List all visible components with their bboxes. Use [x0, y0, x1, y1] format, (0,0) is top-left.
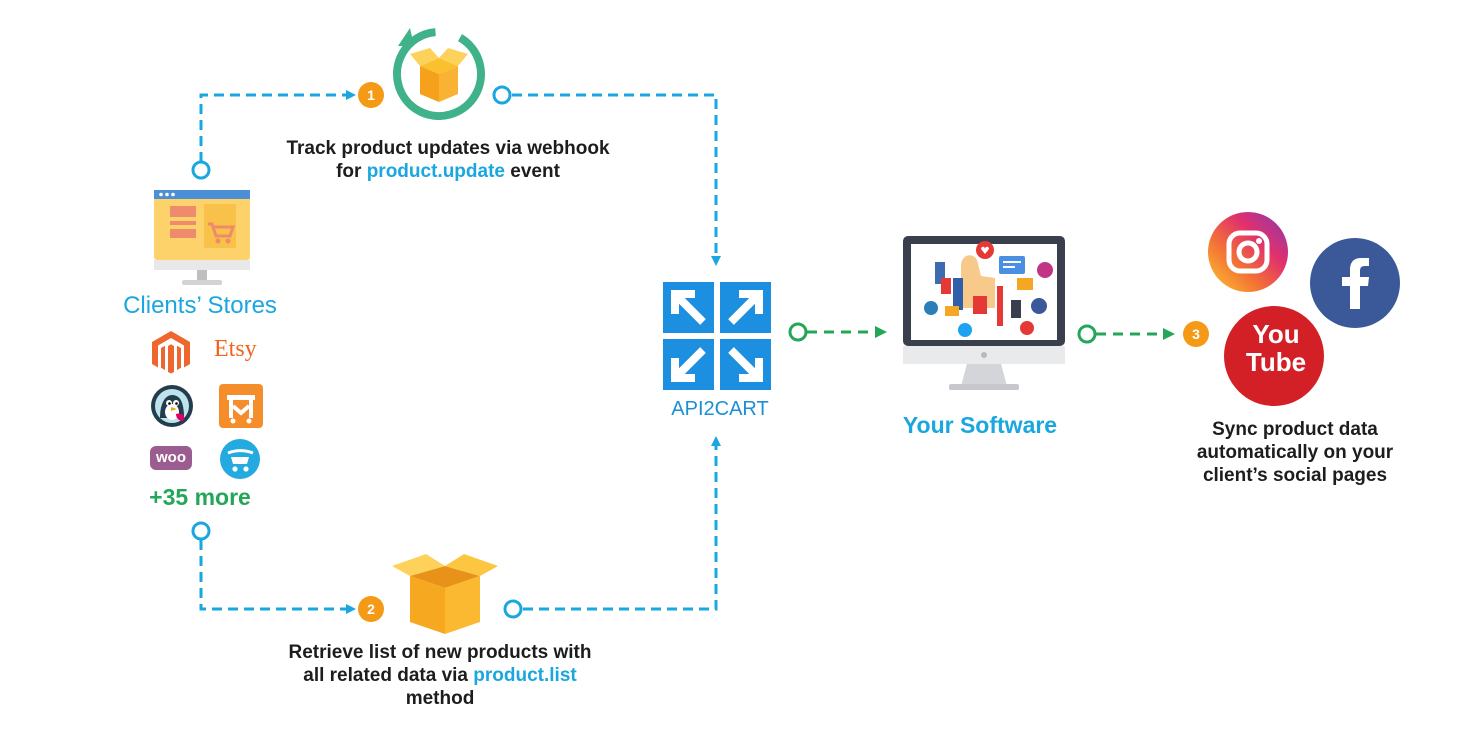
- 3dcart-icon: [219, 384, 263, 428]
- flow-stores-to-list: [199, 540, 356, 614]
- step-number-1: 1: [358, 82, 384, 108]
- node-stores-top: [191, 160, 211, 180]
- step-2-line2: all related data via product.list: [303, 665, 577, 686]
- node-software-out: [1077, 324, 1097, 344]
- step-3-line2: automatically on your: [1196, 442, 1394, 463]
- woocommerce-logo: woo: [150, 446, 192, 470]
- step-number-3: 3: [1183, 321, 1209, 347]
- api2cart-label: API2CART: [671, 398, 769, 420]
- node-api-out: [788, 322, 808, 342]
- instagram-icon: [1208, 212, 1288, 292]
- open-box-icon: [392, 554, 498, 634]
- youtube-icon: [1224, 306, 1324, 406]
- step-1-line2: for product.update event: [336, 161, 560, 182]
- step-1-line1: Track product updates via webhook: [286, 138, 610, 159]
- flow-webhook-to-api: [512, 93, 721, 266]
- youtube-wordmark: You Tube: [1245, 319, 1307, 377]
- product-list-method: product.list: [473, 665, 577, 686]
- etsy-logo: Etsy: [214, 336, 257, 362]
- step-2-line3: method: [405, 688, 475, 709]
- magento-icon: [152, 331, 190, 374]
- step-2-line1: Retrieve list of new products with: [288, 642, 592, 663]
- node-webhook-out: [492, 85, 512, 105]
- flow-stores-to-webhook: [199, 90, 356, 162]
- step-number-2: 2: [358, 596, 384, 622]
- step-3-caption: Sync product data automatically on your …: [1145, 418, 1445, 487]
- flow-list-to-api: [523, 436, 721, 611]
- your-software-label: Your Software: [902, 412, 1058, 438]
- prestashop-icon: [151, 385, 193, 427]
- step-3-line1: Sync product data: [1212, 419, 1378, 440]
- api2cart-logo-icon: [663, 282, 771, 390]
- box-sync-icon: [393, 28, 485, 120]
- product-update-event: product.update: [366, 161, 505, 182]
- node-list-out: [503, 599, 523, 619]
- software-monitor-icon: [903, 236, 1065, 390]
- node-stores-bottom: [191, 521, 211, 541]
- opencart-icon: [220, 439, 260, 479]
- step-2-caption: Retrieve list of new products with all r…: [240, 641, 640, 710]
- step-3-line3: client’s social pages: [1202, 465, 1388, 486]
- step-1-caption: Track product updates via webhook for pr…: [248, 137, 648, 183]
- store-monitor-icon: [154, 190, 250, 285]
- facebook-icon: [1310, 238, 1400, 328]
- more-platforms-count: +35 more: [149, 484, 251, 510]
- clients-stores-title: Clients’ Stores: [123, 292, 277, 319]
